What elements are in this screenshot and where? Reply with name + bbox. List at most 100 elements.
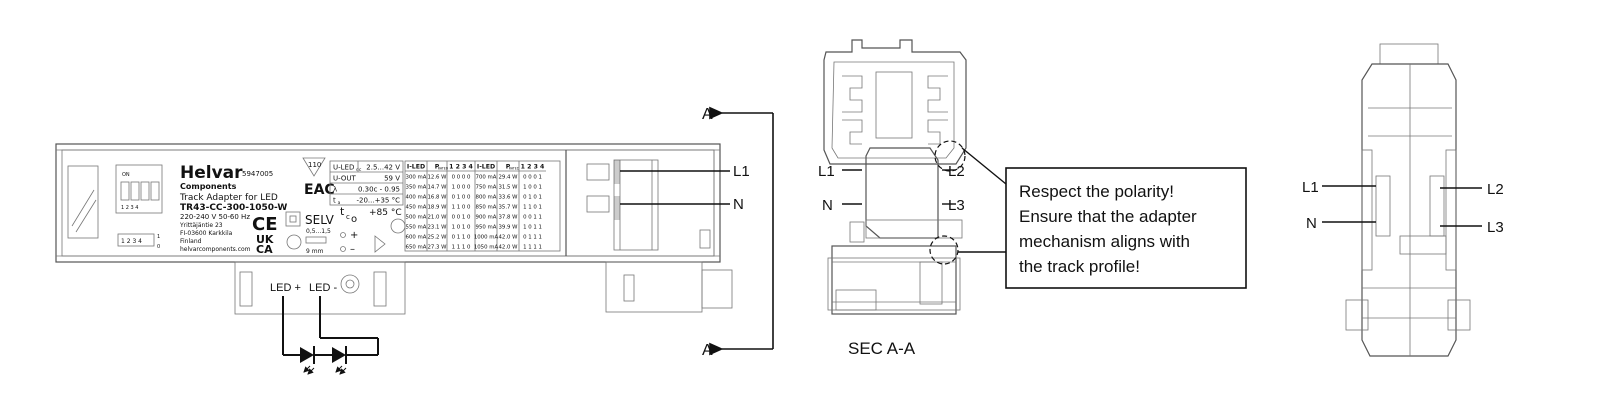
dip-numbers: 1 2 3 4: [121, 205, 139, 211]
table-cell: 600 mA: [406, 235, 427, 241]
polarity-highlight-top: [934, 140, 966, 172]
spec-value: 0.30c - 0.95: [358, 186, 400, 194]
table-header: I-LED: [407, 164, 425, 171]
section-l3-label: L3: [948, 197, 965, 214]
spec-value: 59 V: [384, 175, 400, 183]
led-wiring: [282, 296, 379, 375]
led-plus-label: LED +: [270, 282, 301, 294]
table-cell: 950 mA: [476, 225, 497, 231]
table-cell: 700 mA: [476, 175, 497, 181]
section-title: SEC A-A: [848, 339, 916, 358]
table-header: 1 2 3 4: [521, 164, 545, 171]
spec-label: λ: [333, 186, 337, 194]
side-n-label: N: [1306, 215, 1317, 232]
temperature-triangle-icon: [302, 157, 326, 177]
spec-label-sub: dc: [356, 167, 362, 173]
table-cell: 650 mA: [406, 245, 427, 251]
led-diode-2-icon: [332, 347, 346, 363]
dip-legend: [117, 233, 155, 247]
table-cell: 35.7 W: [498, 205, 518, 211]
eac-mark: EAC: [304, 182, 335, 198]
note-line-4: the track profile!: [1019, 257, 1140, 276]
table-cell: 0 0 1 1: [523, 215, 542, 221]
table-cell: 31.5 W: [498, 185, 518, 191]
table-cell: 900 mA: [476, 215, 497, 221]
led-symbol-icon: [374, 235, 386, 253]
polarity-note: Respect the polarity! Ensure that the ad…: [1005, 167, 1247, 289]
led-diode-1-icon: [300, 347, 314, 363]
wire-icon: [286, 234, 302, 250]
table-cell: 18.9 W: [427, 205, 447, 211]
section-mark-top: A: [702, 106, 713, 123]
section-n-label: N: [822, 197, 833, 214]
svg-text:1: 1: [157, 234, 160, 240]
table-cell: 0 1 0 1: [523, 195, 542, 201]
selv-mark: SELV: [305, 213, 335, 227]
table-cell: 25.2 W: [427, 235, 447, 241]
table-cell: 0 1 1 0: [452, 235, 471, 241]
table-cell: 1 0 1 0: [452, 225, 471, 231]
spec-label-sub: a: [338, 201, 341, 206]
ukca-mark: UK: [256, 233, 274, 246]
table-cell: 37.8 W: [498, 215, 518, 221]
note-line-1: Respect the polarity!: [1019, 182, 1174, 201]
dip-on-label: ON: [122, 172, 130, 178]
table-cell: 12.6 W: [427, 175, 447, 181]
table-header: P: [435, 164, 440, 171]
svg-text:1 2 3 4: 1 2 3 4: [121, 238, 142, 245]
table-cell: 16.8 W: [427, 195, 447, 201]
spec-label: U-LED: [333, 164, 354, 172]
spec-label: U-OUT: [333, 175, 356, 183]
table-header-sub: RATED: [509, 167, 520, 171]
section-l2-label: L2: [948, 163, 965, 180]
svg-text:Finland: Finland: [180, 238, 202, 245]
table-cell: 33.6 W: [498, 195, 518, 201]
product-name: Track Adapter for LED: [179, 193, 278, 203]
table-cell: 0 0 0 1: [523, 175, 542, 181]
mechanism-housing: [605, 261, 703, 313]
led-minus-label: LED -: [309, 282, 337, 294]
svg-text:o: o: [351, 214, 357, 225]
table-cell: 29.4 W: [498, 175, 518, 181]
ce-mark: CE: [252, 214, 278, 235]
brand-sub: Components: [180, 182, 237, 191]
svg-text:0,5...1,5: 0,5...1,5: [306, 228, 331, 235]
table-cell: 23.1 W: [427, 225, 447, 231]
front-n-label: N: [733, 196, 744, 213]
terminal-block: [565, 149, 715, 257]
front-view: ON 1 2 3 4 1 2 3 4 1 0 Helvar Components…: [55, 106, 774, 375]
svg-text:–: –: [350, 244, 355, 255]
table-cell: 0 1 0 0: [452, 195, 471, 201]
table-cell: 350 mA: [406, 185, 427, 191]
max-temp: +85 °C: [369, 208, 402, 218]
section-l1-label: L1: [818, 163, 835, 180]
section-mark-bottom: A: [702, 342, 713, 359]
current-table: [404, 160, 561, 252]
table-cell: 1 0 0 0: [452, 185, 471, 191]
table-cell: 0 0 1 0: [452, 215, 471, 221]
spec-value: 2.5...42 V: [366, 164, 400, 172]
track-profile: [823, 39, 967, 165]
note-line-3: mechanism aligns with: [1019, 232, 1190, 251]
table-header-sub: RATED: [438, 167, 449, 171]
left-end-cap: [67, 165, 99, 239]
website: helvarcomponents.com: [180, 246, 251, 253]
class-ii-icon: [285, 211, 301, 227]
table-cell: 42.0 W: [498, 245, 518, 251]
table-cell: 450 mA: [406, 205, 427, 211]
product-code: 5947005: [242, 170, 273, 178]
svg-text:+: +: [350, 230, 358, 241]
table-cell: 1 0 0 1: [523, 185, 542, 191]
svg-text:110: 110: [308, 161, 321, 169]
table-cell: 800 mA: [476, 195, 497, 201]
svg-text:FI-03600 Karkkila: FI-03600 Karkkila: [180, 230, 233, 237]
brand-logo: Helvar: [180, 163, 243, 183]
spec-value: -20...+35 °C: [357, 197, 401, 205]
section-view: L1 L2 N L3 SEC A-A: [818, 39, 1007, 358]
table-cell: 1000 mA: [474, 235, 499, 241]
table-cell: 1 1 1 1: [523, 245, 542, 251]
dip-switch: [115, 164, 163, 214]
table-cell: 21.0 W: [427, 215, 447, 221]
